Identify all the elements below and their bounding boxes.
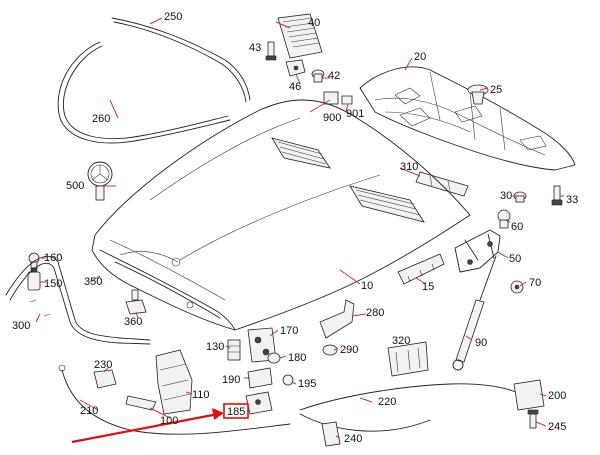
callout-10: 10 bbox=[361, 280, 373, 292]
callout-60: 60 bbox=[511, 221, 523, 233]
callout-130: 130 bbox=[206, 341, 224, 353]
bolt-70 bbox=[510, 280, 524, 294]
grommet-42 bbox=[311, 69, 325, 83]
latch-200 bbox=[513, 379, 545, 411]
red-arrow bbox=[71, 408, 224, 444]
grommet-30 bbox=[513, 191, 527, 203]
callout-320: 320 bbox=[392, 335, 410, 347]
callout-150: 150 bbox=[44, 278, 62, 290]
callout-290: 290 bbox=[340, 344, 358, 356]
callout-185: 185 bbox=[227, 406, 245, 418]
bracket-310 bbox=[415, 171, 469, 197]
clip-150 bbox=[27, 267, 41, 291]
seal-strip-260 bbox=[57, 41, 231, 144]
bracket-110 bbox=[155, 349, 193, 415]
grommet-240 bbox=[321, 421, 341, 447]
callout-190: 190 bbox=[222, 374, 240, 386]
hinge-50 bbox=[454, 229, 501, 273]
callout-210: 210 bbox=[80, 405, 98, 417]
callout-15: 15 bbox=[422, 281, 434, 293]
seal-strip-250 bbox=[111, 17, 251, 103]
callout-245: 245 bbox=[548, 421, 566, 433]
callout-70: 70 bbox=[529, 277, 541, 289]
callout-260: 260 bbox=[92, 113, 110, 125]
part-190 bbox=[247, 367, 273, 389]
clip-160 bbox=[28, 252, 40, 269]
part-180 bbox=[267, 352, 281, 364]
callout-160: 160 bbox=[44, 252, 62, 264]
clip-60 bbox=[497, 209, 511, 229]
cover-40 bbox=[277, 13, 323, 59]
callout-310: 310 bbox=[400, 161, 418, 173]
clip-360 bbox=[125, 289, 147, 315]
bolt-43 bbox=[265, 41, 277, 61]
clip-230 bbox=[93, 369, 117, 389]
callout-500: 500 bbox=[66, 180, 84, 192]
part-185 bbox=[245, 391, 273, 415]
hood-10 bbox=[91, 99, 471, 331]
highlight-box-185 bbox=[223, 403, 249, 419]
clip-46 bbox=[285, 59, 306, 77]
callout-180: 180 bbox=[288, 352, 306, 364]
callout-110: 110 bbox=[192, 389, 210, 401]
cowl-panel-20 bbox=[359, 66, 576, 171]
callout-25: 25 bbox=[490, 84, 502, 96]
clip-290 bbox=[322, 344, 338, 356]
callout-901: 901 bbox=[346, 108, 364, 120]
gas-strut-90 bbox=[452, 255, 497, 371]
callout-46: 46 bbox=[289, 81, 301, 93]
callout-250: 250 bbox=[164, 11, 182, 23]
callout-200: 200 bbox=[548, 390, 566, 402]
strip-300 bbox=[5, 255, 151, 345]
callout-240: 240 bbox=[344, 433, 362, 445]
lock-130 bbox=[227, 339, 241, 361]
callout-43: 43 bbox=[249, 42, 261, 54]
callout-195: 195 bbox=[298, 378, 316, 390]
bolt-245 bbox=[527, 409, 539, 429]
callout-230: 230 bbox=[94, 359, 112, 371]
cable-220 bbox=[299, 383, 517, 432]
callout-20: 20 bbox=[414, 51, 426, 63]
callout-40: 40 bbox=[308, 17, 320, 29]
callout-220: 220 bbox=[378, 396, 396, 408]
callout-50: 50 bbox=[509, 253, 521, 265]
bracket-280 bbox=[319, 299, 355, 339]
emblem-500 bbox=[87, 161, 113, 201]
callout-170: 170 bbox=[280, 325, 298, 337]
callout-100: 100 bbox=[160, 415, 178, 427]
part-195 bbox=[282, 374, 294, 386]
leader-lines bbox=[35, 17, 564, 439]
callout-33: 33 bbox=[566, 194, 578, 206]
callout-350: 350 bbox=[84, 276, 102, 288]
clip-25 bbox=[467, 84, 489, 105]
latch-320 bbox=[387, 341, 429, 377]
callout-360: 360 bbox=[124, 316, 142, 328]
callout-30: 30 bbox=[500, 190, 512, 202]
callout-42: 42 bbox=[328, 70, 340, 82]
callout-labels: 250 40 43 20 42 46 25 900 901 260 310 50… bbox=[12, 11, 578, 445]
callout-300: 300 bbox=[12, 320, 30, 332]
callout-900: 900 bbox=[323, 112, 341, 124]
lever-100 bbox=[125, 395, 157, 411]
callout-280: 280 bbox=[366, 307, 384, 319]
callout-90: 90 bbox=[475, 337, 487, 349]
part-900-901 bbox=[323, 91, 353, 105]
bolt-33 bbox=[551, 185, 563, 206]
bracket-15 bbox=[397, 253, 445, 285]
